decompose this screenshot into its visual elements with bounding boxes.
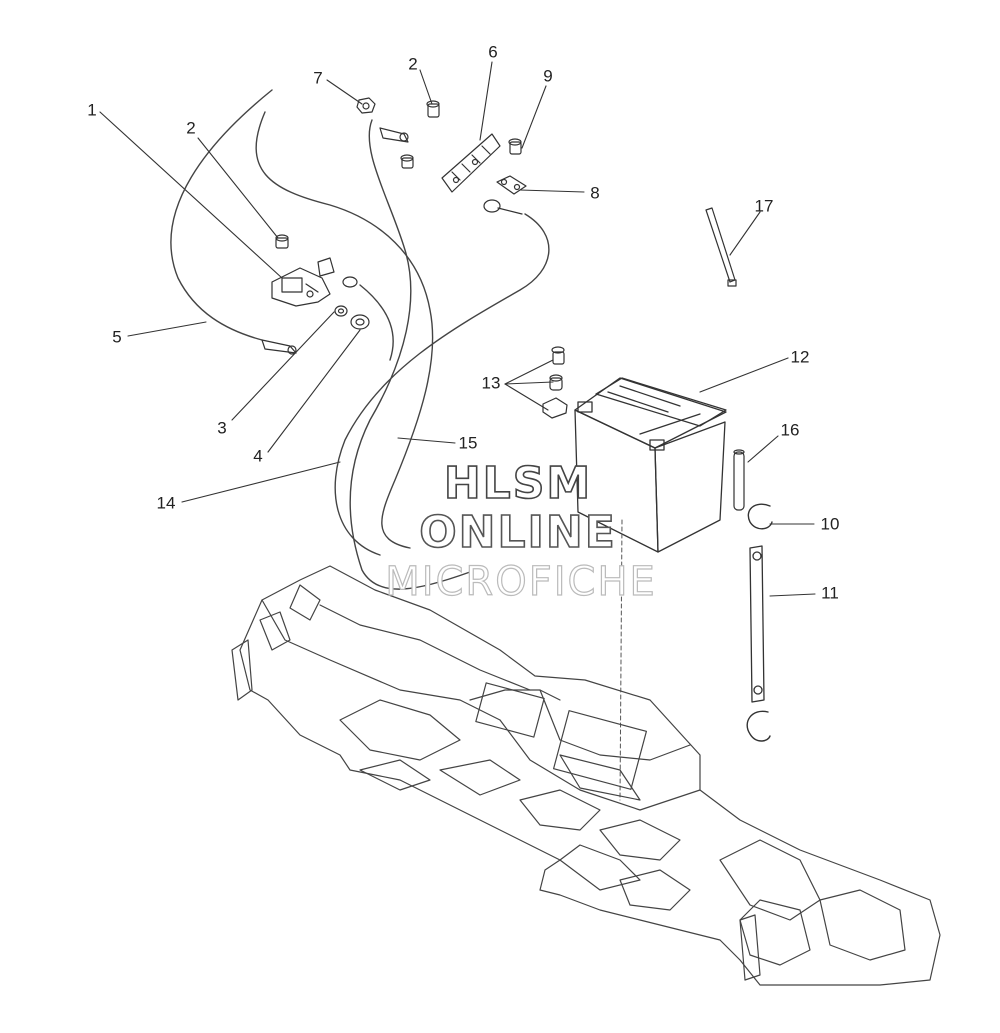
callout-1: 1 — [87, 100, 97, 120]
callout-11: 11 — [821, 583, 839, 603]
watermark-line-1: HLSM — [443, 458, 593, 509]
callout-7: 7 — [313, 68, 323, 88]
callout-14: 14 — [156, 493, 176, 513]
link-8 — [496, 175, 527, 195]
bolt-2-left — [275, 234, 289, 249]
clip-10 — [746, 503, 773, 742]
callout-3: 3 — [217, 418, 227, 438]
callout-10: 10 — [820, 514, 840, 534]
leader-lines — [99, 61, 816, 597]
relay-1 — [271, 257, 335, 307]
callout-8: 8 — [590, 183, 600, 203]
grommet-4 — [350, 314, 370, 330]
bolt-2-upper — [426, 100, 440, 118]
callout-2-top: 2 — [408, 54, 418, 74]
callout-13: 13 — [481, 373, 501, 393]
callout-12: 12 — [790, 347, 810, 367]
bolt-small — [400, 154, 414, 169]
callout-5: 5 — [112, 327, 122, 347]
terminal-block-6 — [441, 133, 501, 193]
callout-16: 16 — [780, 420, 800, 440]
cable-ends — [261, 127, 523, 355]
strap-11 — [749, 545, 765, 703]
cable-14 — [334, 119, 550, 590]
nut-7 — [356, 97, 376, 114]
callout-6: 6 — [488, 42, 498, 62]
watermark-line-3: MICROFICHE — [385, 559, 657, 605]
callout-9: 9 — [543, 66, 553, 86]
battery-12 — [574, 377, 727, 553]
frame-chassis — [231, 565, 941, 986]
callout-4: 4 — [253, 446, 263, 466]
tube-16 — [733, 449, 745, 511]
bolt-9 — [508, 138, 522, 155]
watermark-line-2: ONLINE — [418, 507, 617, 558]
bushing-3 — [334, 305, 348, 317]
hardware-13 — [542, 346, 568, 419]
callout-17: 17 — [754, 196, 774, 216]
alignment-line — [619, 519, 623, 801]
callout-15: 15 — [458, 433, 478, 453]
cable-15 — [170, 89, 434, 549]
callout-2-left: 2 — [186, 118, 196, 138]
tie-strap-17 — [705, 207, 737, 287]
